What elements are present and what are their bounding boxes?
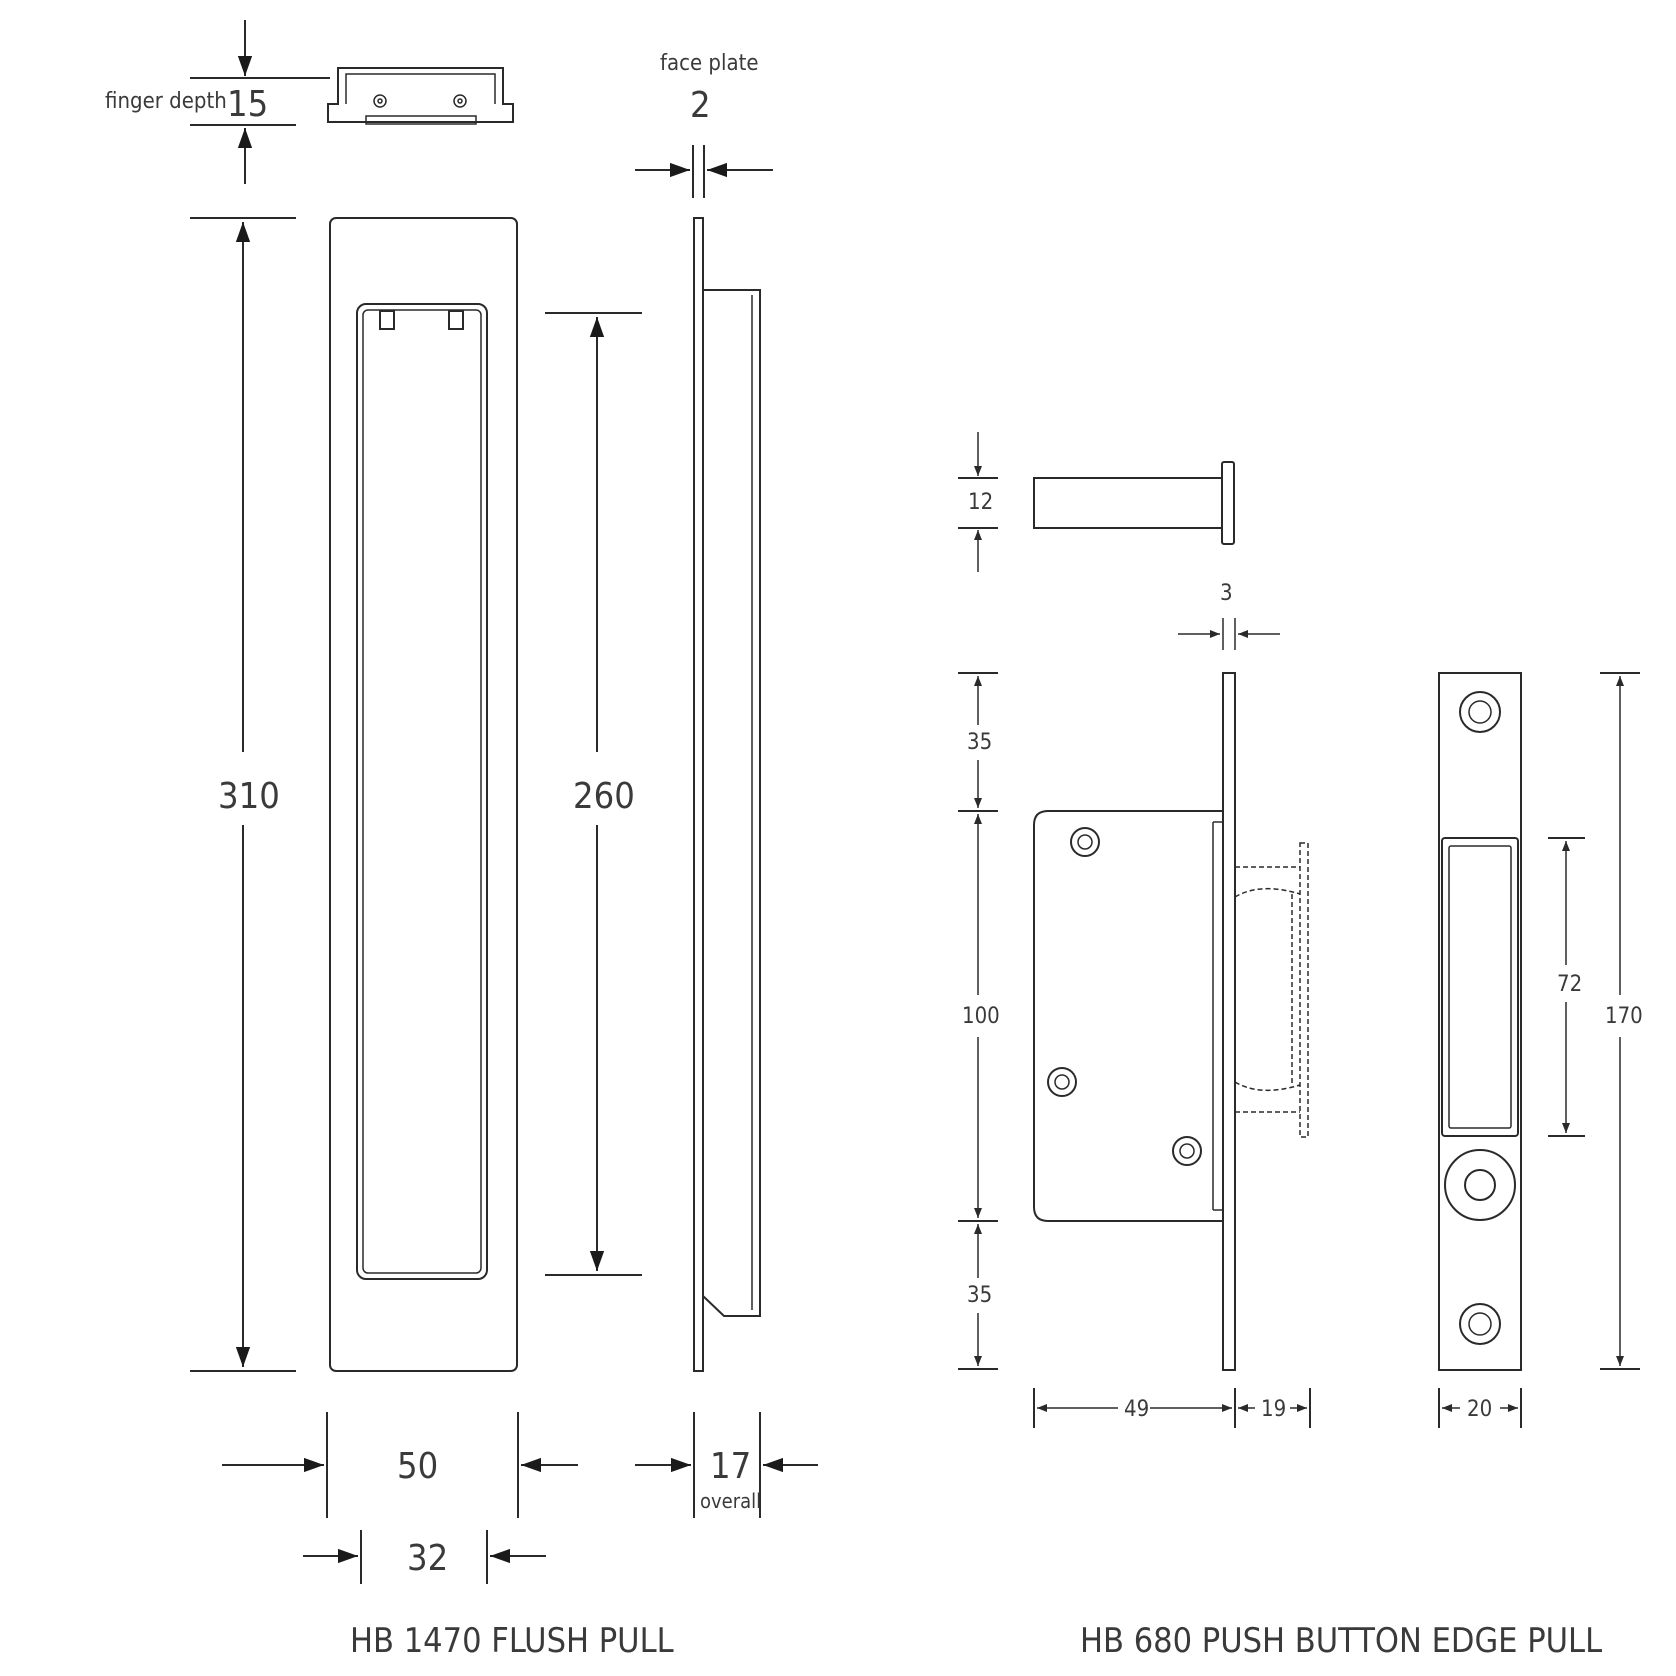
finger-depth-label: finger depth: [105, 89, 227, 114]
width-overall-value: 50: [397, 1446, 438, 1487]
flush-pull-side-view: [693, 217, 761, 1372]
depth-overall-label: overall: [700, 1489, 761, 1513]
height-overall-value: 310: [218, 776, 280, 817]
flush-pull-title: HB 1470 FLUSH PULL: [350, 1621, 674, 1661]
screw-icon: [1047, 1067, 1077, 1097]
faceplate-height-dimension: 170: [1600, 672, 1643, 1370]
screw-icon: [1459, 691, 1501, 733]
recess-width-value: 32: [407, 1538, 448, 1579]
edge-pull-title: HB 680 PUSH BUTTON EDGE PULL: [1080, 1621, 1602, 1661]
top-offset-value: 35: [967, 730, 992, 755]
flush-pull-front-view: [329, 217, 518, 1372]
edge-pull-side-view: [1033, 672, 1309, 1371]
depth-overall-value: 17: [710, 1446, 751, 1487]
screw-icon: [1070, 827, 1100, 857]
height-overall-dimension: 310: [190, 217, 296, 1372]
depth-overall-dimension: 17 overall: [635, 1412, 818, 1518]
face-plate-label: face plate: [660, 51, 759, 76]
faceplate-height-value: 170: [1605, 1004, 1643, 1029]
edge-pull-face-view: [1438, 672, 1522, 1371]
recess-width-dimension: 32: [303, 1530, 546, 1584]
recess-height-dimension: 260: [545, 312, 642, 1276]
faceplate-width-dimension: 20: [1438, 1388, 1522, 1428]
faceplate-thickness-value: 3: [1220, 581, 1233, 606]
screw-icon: [373, 94, 387, 108]
faceplate-thickness-dimension: 3: [1178, 581, 1280, 650]
faceplate-width-value: 20: [1467, 1397, 1492, 1422]
push-button-view: 12: [958, 432, 1235, 572]
edge-pull-drawing: 12 3: [958, 432, 1643, 1661]
bottom-offset-value: 35: [967, 1283, 992, 1308]
screw-icon: [1172, 1136, 1202, 1166]
flush-pull-top-view: [327, 67, 514, 125]
finger-depth-value: 15: [227, 84, 268, 125]
width-overall-dimension: 50: [222, 1412, 578, 1518]
push-button-icon: [1444, 1149, 1516, 1221]
vertical-chain-dimension: 35 100 35: [958, 672, 1000, 1370]
face-plate-value: 2: [690, 85, 711, 126]
body-depth-value: 49: [1124, 1397, 1149, 1422]
flush-pull-drawing: finger depth 15 310: [105, 20, 818, 1661]
button-height-value: 12: [968, 490, 993, 515]
body-height-value: 100: [962, 1004, 1000, 1029]
screw-icon: [1459, 1303, 1501, 1345]
slot-height-value: 72: [1557, 972, 1582, 997]
horizontal-chain-dimension: 49 19: [1033, 1388, 1311, 1428]
slot-height-dimension: 72: [1548, 837, 1585, 1137]
projection-value: 19: [1261, 1397, 1286, 1422]
screw-icon: [453, 94, 467, 108]
recess-height-value: 260: [573, 776, 635, 817]
finger-depth-dimension: finger depth 15: [105, 20, 330, 184]
face-plate-dimension: face plate 2: [635, 51, 773, 198]
